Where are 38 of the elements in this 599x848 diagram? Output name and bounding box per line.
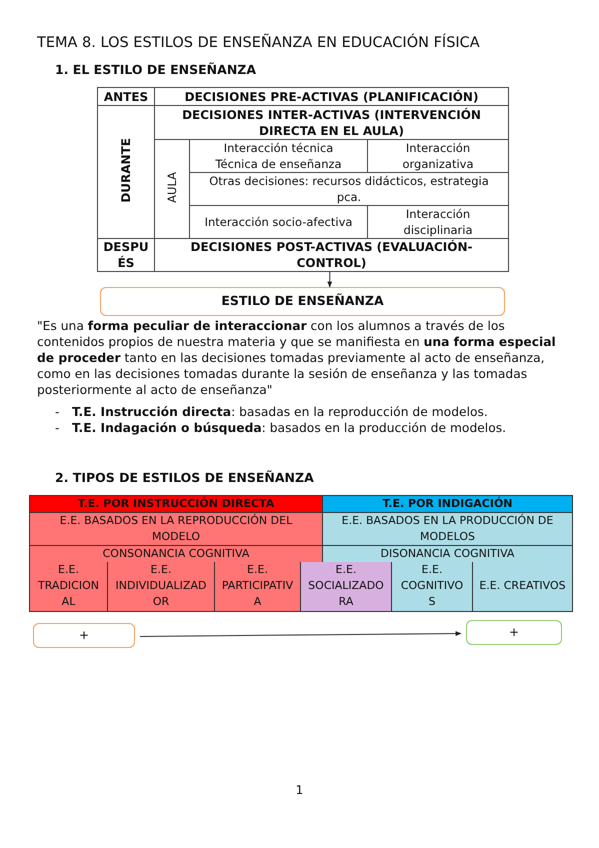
table-cell: E.E. BASADOS EN LA PRODUCCIÓN DE MODELOS [322, 512, 572, 546]
table-cell: E.E. PARTICIPATIVA [214, 562, 300, 611]
bullet-marker: - [55, 420, 60, 436]
table-cell: CONSONANCIA COGNITIVA [30, 546, 322, 562]
title-box: ESTILO DE ENSEÑANZA [100, 287, 505, 316]
table-cell: DECISIONES INTER-ACTIVAS (INTERVENCIÓN DIRECTA EN EL AULA) [154, 106, 509, 140]
bullet-marker: - [55, 404, 60, 420]
table-cell: T.E. POR INSTRUCCIÓN DIRECTA [30, 496, 322, 512]
arrow [140, 631, 462, 637]
plus-box: + [33, 623, 135, 648]
table-cell: T.E. POR INDIGACIÓN [322, 496, 572, 512]
table-cell: Interacción organizativa [368, 140, 509, 172]
table-cell: E.E. CREATIVOS [472, 562, 572, 611]
table-cell: ANTES [98, 88, 154, 106]
table-cell: E.E. COGNITIVOS [392, 562, 472, 611]
table-cell: AULA [164, 172, 180, 202]
table-cell: E.E. BASADOS EN LA REPRODUCCIÓN DEL MODELO [30, 512, 322, 546]
table-cell: DISONANCIA COGNITIVA [322, 546, 572, 562]
table-cell: Interacción socio-afectiva [190, 206, 368, 238]
table-cell: DECISIONES POST-ACTIVAS (EVALUACIÓN-CONTROL) [154, 238, 509, 272]
section-heading: 2. TIPOS DE ESTILOS DE ENSEÑANZA [55, 470, 314, 485]
table-cell: E.E. INDIVIDUALIZADOR [108, 562, 214, 611]
table-cell: DECISIONES PRE-ACTIVAS (PLANIFICACIÓN) [154, 88, 509, 106]
table-cell: Interacción técnica Técnica de enseñanza [190, 140, 368, 172]
table-cell: Interacción disciplinaria [368, 206, 509, 238]
table-cell: E.E. SOCIALIZADORA [300, 562, 392, 611]
bullet-item: T.E. Instrucción directa: basadas en la reproducción de modelos. [72, 404, 488, 420]
section-heading: 1. EL ESTILO DE ENSEÑANZA [55, 62, 256, 77]
table-cell: DURANTE [118, 138, 134, 202]
table-cell: DESPUÉS [98, 238, 154, 272]
plus-box: + [466, 620, 562, 645]
table-cell: E.E. TRADICIONAL [30, 562, 108, 611]
table-cell: Otras decisiones: recursos didácticos, estrategia pca. [190, 172, 509, 206]
page-title: TEMA 8. LOS ESTILOS DE ENSEÑANZA EN EDUCACIÓN FÍSICA [37, 35, 480, 51]
quote-paragraph: "Es una forma peculiar de interaccionar con los alumnos a través de los contenidos propios de nuestra materia y que se manifiesta en una forma especial de proceder tanto en las decisiones tomadas previamente al acto de enseñanza, como en las decisiones tomadas durante la sesión de enseñanza y las tomadas posteriormente al acto de enseñanza" [37, 318, 557, 398]
bullet-item: T.E. Indagación o búsqueda: basados en la producción de modelos. [72, 420, 506, 436]
arrow [327, 271, 332, 288]
page-number: 1 [294, 783, 304, 797]
